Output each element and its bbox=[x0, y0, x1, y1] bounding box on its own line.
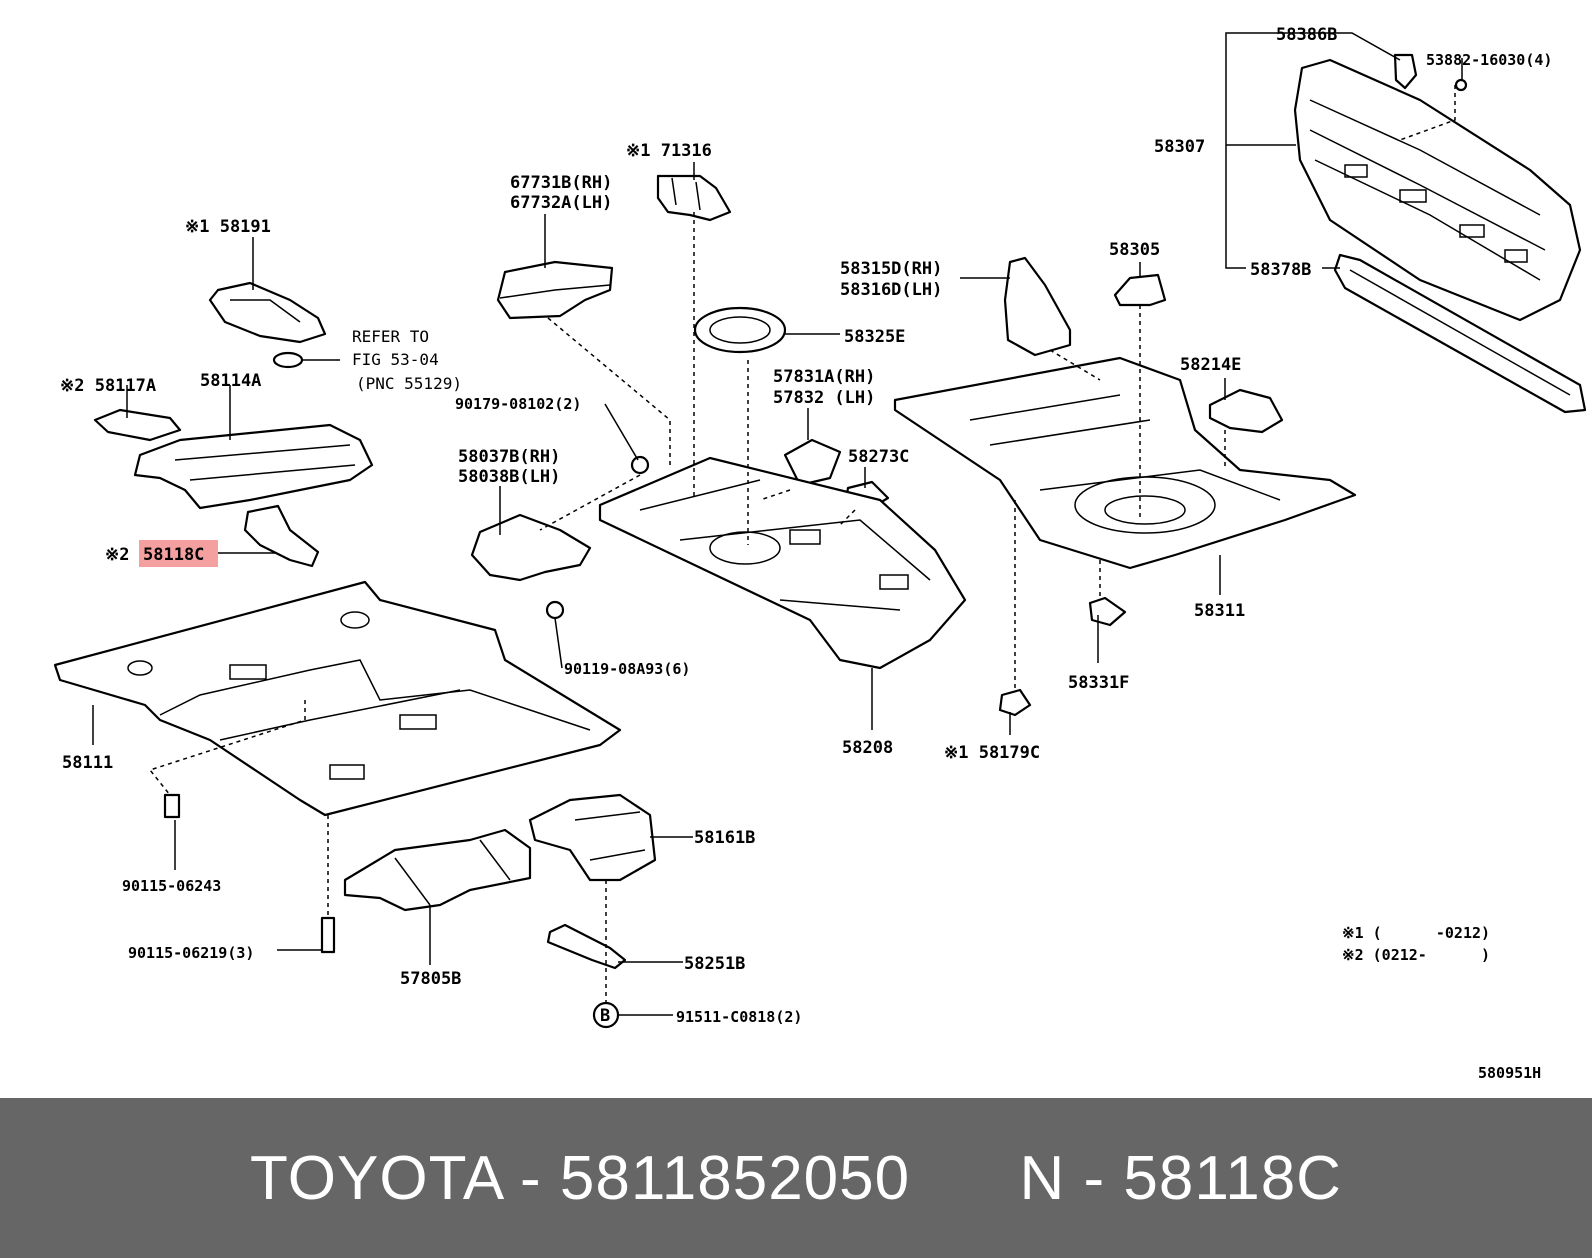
label-58118C-prefix: ※2 bbox=[105, 545, 129, 565]
label-58307: 58307 bbox=[1154, 137, 1205, 157]
label-90119: 90119-08A93(6) bbox=[564, 660, 690, 678]
footer-brand: TOYOTA bbox=[250, 1143, 502, 1213]
part-58331F bbox=[1088, 596, 1127, 627]
label-91511: 91511-C0818(2) bbox=[676, 1008, 802, 1026]
part-grommet-ref bbox=[272, 351, 304, 369]
part-58208-center-floor bbox=[598, 456, 967, 670]
label-58331F: 58331F bbox=[1068, 673, 1129, 693]
label-58038B: 58038B(LH) bbox=[458, 467, 560, 487]
label-58251B: 58251B bbox=[684, 954, 745, 974]
footer-ref-code: 58118C bbox=[1123, 1143, 1342, 1213]
label-90115-06243: 90115-06243 bbox=[122, 877, 221, 895]
part-58114A bbox=[133, 423, 374, 510]
part-58305 bbox=[1113, 273, 1167, 307]
part-58386B-bracket bbox=[1393, 53, 1468, 92]
label-58117A: ※2 58117A bbox=[60, 376, 156, 396]
label-58214E: 58214E bbox=[1180, 355, 1241, 375]
leader-lines bbox=[92, 32, 1463, 1016]
label-refer-to: REFER TO bbox=[352, 327, 429, 346]
part-58037B-bracket bbox=[470, 513, 592, 582]
part-71316 bbox=[656, 174, 732, 222]
label-58179C: ※1 58179C bbox=[944, 743, 1040, 763]
label-58161B: 58161B bbox=[694, 828, 755, 848]
dashed-alignment-lines bbox=[148, 85, 1456, 1003]
label-58316D: 58316D(LH) bbox=[840, 280, 942, 300]
part-90119-bolt bbox=[545, 600, 565, 620]
label-58114A: 58114A bbox=[200, 371, 261, 391]
part-90115-06243 bbox=[163, 793, 181, 819]
part-58251B bbox=[546, 923, 627, 970]
highlight-58118C bbox=[139, 540, 218, 567]
part-58378B-sill-bar bbox=[1333, 253, 1587, 414]
label-58208: 58208 bbox=[842, 738, 893, 758]
label-58111: 58111 bbox=[62, 753, 113, 773]
part-58325E-plug bbox=[693, 306, 787, 354]
part-info-footer: TOYOTA - 5811852050 N - 58118C bbox=[0, 1098, 1592, 1258]
footer-gap bbox=[910, 1144, 1019, 1213]
part-58179C bbox=[998, 688, 1032, 717]
footer-ref-prefix: N bbox=[1019, 1143, 1066, 1213]
label-refer-fig: FIG 53-04 bbox=[352, 350, 439, 369]
label-57832: 57832 (LH) bbox=[773, 388, 875, 408]
part-58214E bbox=[1208, 388, 1284, 434]
exploded-floor-pan-diagram: 58386B 53882-16030(4) 58307 58378B ※1 71… bbox=[53, 25, 1587, 1082]
part-58111-front-floor bbox=[53, 580, 622, 817]
label-90115-06219: 90115-06219(3) bbox=[128, 944, 254, 962]
parts-diagram: 58386B 53882-16030(4) 58307 58378B ※1 71… bbox=[53, 25, 1587, 1082]
part-90115-06219 bbox=[320, 916, 336, 954]
label-58037B: 58037B(RH) bbox=[458, 447, 560, 467]
footer-separator-2: - bbox=[1065, 1143, 1124, 1213]
label-58273C: 58273C bbox=[848, 447, 909, 467]
part-58118C bbox=[243, 504, 320, 568]
note-2: ※2 (0212- ) bbox=[1342, 946, 1490, 964]
label-58325E: 58325E bbox=[844, 327, 905, 347]
label-58315D: 58315D(RH) bbox=[840, 259, 942, 279]
note-1: ※1 ( -0212) bbox=[1342, 924, 1490, 942]
part-57805B bbox=[343, 828, 532, 912]
label-57805B: 57805B bbox=[400, 969, 461, 989]
label-58305: 58305 bbox=[1109, 240, 1160, 260]
label-58118C: 58118C bbox=[143, 545, 204, 565]
footer-part-line: TOYOTA - 5811852050 N - 58118C bbox=[250, 1143, 1342, 1214]
label-67731B: 67731B(RH) bbox=[510, 173, 612, 193]
label-53882: 53882-16030(4) bbox=[1426, 51, 1552, 69]
label-57831A: 57831A(RH) bbox=[773, 367, 875, 387]
part-90179-nut bbox=[630, 455, 650, 475]
label-71316: ※1 71316 bbox=[626, 141, 712, 161]
label-58311: 58311 bbox=[1194, 601, 1245, 621]
footer-part-number: 5811852050 bbox=[559, 1143, 911, 1213]
label-refer-pnc: (PNC 55129) bbox=[356, 374, 462, 393]
label-58378B: 58378B bbox=[1250, 260, 1311, 280]
part-58315D bbox=[1003, 256, 1072, 357]
part-58311-rear-floor bbox=[893, 356, 1357, 570]
footer-separator: - bbox=[501, 1143, 560, 1213]
part-58117A bbox=[93, 408, 182, 442]
part-58161B bbox=[528, 793, 657, 882]
part-58307-rear-panel bbox=[1293, 58, 1582, 322]
label-67732A: 67732A(LH) bbox=[510, 193, 612, 213]
label-58386B: 58386B bbox=[1276, 25, 1337, 45]
part-67731B-pad bbox=[496, 260, 614, 320]
label-90179: 90179-08102(2) bbox=[455, 395, 581, 413]
label-b-marker: B bbox=[600, 1006, 610, 1026]
part-58191 bbox=[208, 281, 327, 344]
label-58191: ※1 58191 bbox=[185, 217, 271, 237]
figure-id: 580951H bbox=[1478, 1064, 1541, 1082]
